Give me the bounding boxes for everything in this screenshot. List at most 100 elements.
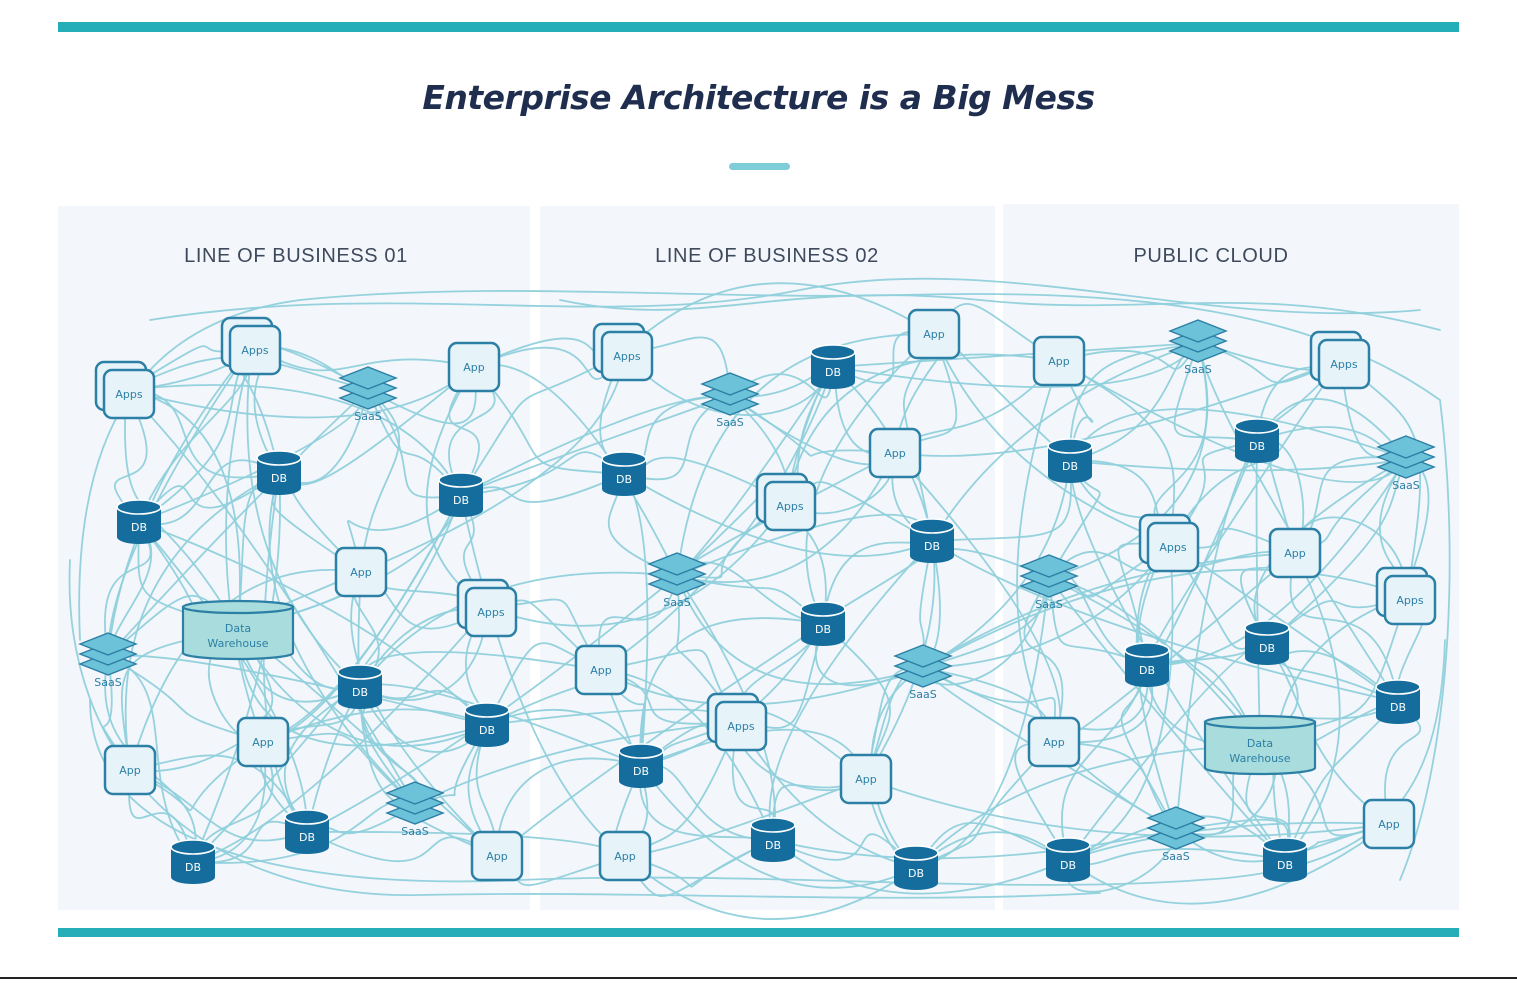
db-node: DB	[170, 839, 216, 884]
db-top	[1047, 438, 1093, 454]
db-top	[1234, 418, 1280, 434]
db-body	[801, 609, 845, 646]
app-label: App	[350, 566, 372, 579]
apps-box-front	[714, 700, 768, 752]
db-body	[285, 817, 329, 854]
db-node: DB	[893, 845, 939, 890]
connector-line	[933, 333, 1171, 544]
connector-line	[367, 389, 462, 499]
saas-label: SaaS	[1184, 363, 1211, 376]
connector-line	[128, 769, 194, 863]
apps-box-front	[1146, 521, 1200, 573]
saas-node: SaaS	[647, 552, 707, 609]
saas-layer	[647, 552, 707, 576]
app-node: App	[907, 308, 961, 360]
connector-line	[1067, 821, 1390, 861]
connector-line	[786, 353, 1060, 503]
db-label: DB	[1062, 460, 1078, 473]
app-node: App	[334, 546, 388, 598]
apps-label: Apps	[776, 500, 803, 513]
connector-line	[359, 686, 488, 726]
app-box	[839, 753, 893, 805]
connector-line	[414, 724, 488, 806]
connector-line	[448, 366, 480, 496]
app-box	[907, 308, 961, 360]
app-label: App	[923, 328, 945, 341]
connector-line	[1069, 408, 1407, 462]
app-box	[1032, 335, 1086, 387]
saas-layer	[1376, 435, 1436, 459]
saas-node: SaaS	[700, 372, 760, 429]
db-top	[810, 344, 856, 360]
app-node: App	[1362, 798, 1416, 850]
app-box	[103, 744, 157, 796]
db-body	[1125, 650, 1169, 687]
app-label: App	[1378, 818, 1400, 831]
connector-line	[149, 277, 1421, 321]
app-label: App	[1048, 355, 1070, 368]
app-box	[574, 644, 628, 696]
connector-line	[922, 552, 1296, 669]
db-label: DB	[1259, 642, 1275, 655]
db-top	[1375, 679, 1421, 695]
db-top	[893, 845, 939, 861]
db-top	[750, 817, 796, 833]
connector-line	[1169, 440, 1258, 544]
bottom-accent-bar	[58, 928, 1459, 937]
db-top	[1244, 620, 1290, 636]
db-node: DB	[256, 450, 302, 495]
connector-line	[1067, 542, 1174, 861]
connector-line	[1069, 458, 1407, 472]
zone-label-lob-01: LINE OF BUSINESS 01	[184, 245, 408, 267]
saas-layer	[700, 372, 760, 396]
apps-node: Apps	[94, 360, 156, 420]
app-label: App	[119, 764, 141, 777]
connector-line	[138, 472, 280, 523]
db-body	[910, 526, 954, 563]
app-label: App	[590, 664, 612, 677]
saas-label: SaaS	[94, 676, 121, 689]
connector-line	[922, 568, 1408, 669]
db-body	[1048, 446, 1092, 483]
apps-label: Apps	[1159, 541, 1186, 554]
warehouse-label-line1: Data	[1247, 737, 1273, 750]
connector-line	[1197, 342, 1342, 384]
saas-layer	[78, 632, 138, 656]
db-top	[800, 601, 846, 617]
db-label: DB	[908, 867, 924, 880]
warehouse-label-line2: Warehouse	[207, 637, 268, 650]
connector-line	[225, 345, 264, 743]
connector-line	[1048, 577, 1148, 666]
apps-node: Apps	[1309, 330, 1371, 390]
saas-layer	[385, 781, 445, 805]
connector-line	[104, 521, 152, 657]
connector-line	[1289, 552, 1399, 703]
connector-line	[1272, 595, 1408, 861]
connector-line	[559, 294, 1441, 331]
db-body	[439, 480, 483, 517]
saas-node: SaaS	[1376, 435, 1436, 492]
apps-node: Apps	[1375, 566, 1437, 626]
zone-label-lob-02: LINE OF BUSINESS 02	[655, 245, 879, 267]
connector-line	[487, 598, 602, 671]
saas-label: SaaS	[663, 596, 690, 609]
db-node: DB	[810, 344, 856, 389]
db-label: DB	[1390, 701, 1406, 714]
connector-line	[931, 540, 1399, 703]
db-body	[1046, 845, 1090, 882]
connector-line	[487, 501, 788, 627]
app-node: App	[447, 341, 501, 393]
db-top	[1045, 837, 1091, 853]
db-body	[465, 710, 509, 747]
db-label: DB	[1277, 859, 1293, 872]
connector-line	[192, 820, 308, 864]
db-label: DB	[1060, 859, 1076, 872]
db-top	[284, 809, 330, 825]
app-node: App	[574, 644, 628, 696]
connector-line	[251, 345, 475, 372]
connector-line	[922, 542, 1171, 669]
db-label: DB	[131, 521, 147, 534]
connector-line	[768, 540, 933, 841]
db-node: DB	[800, 601, 846, 646]
db-label: DB	[633, 765, 649, 778]
